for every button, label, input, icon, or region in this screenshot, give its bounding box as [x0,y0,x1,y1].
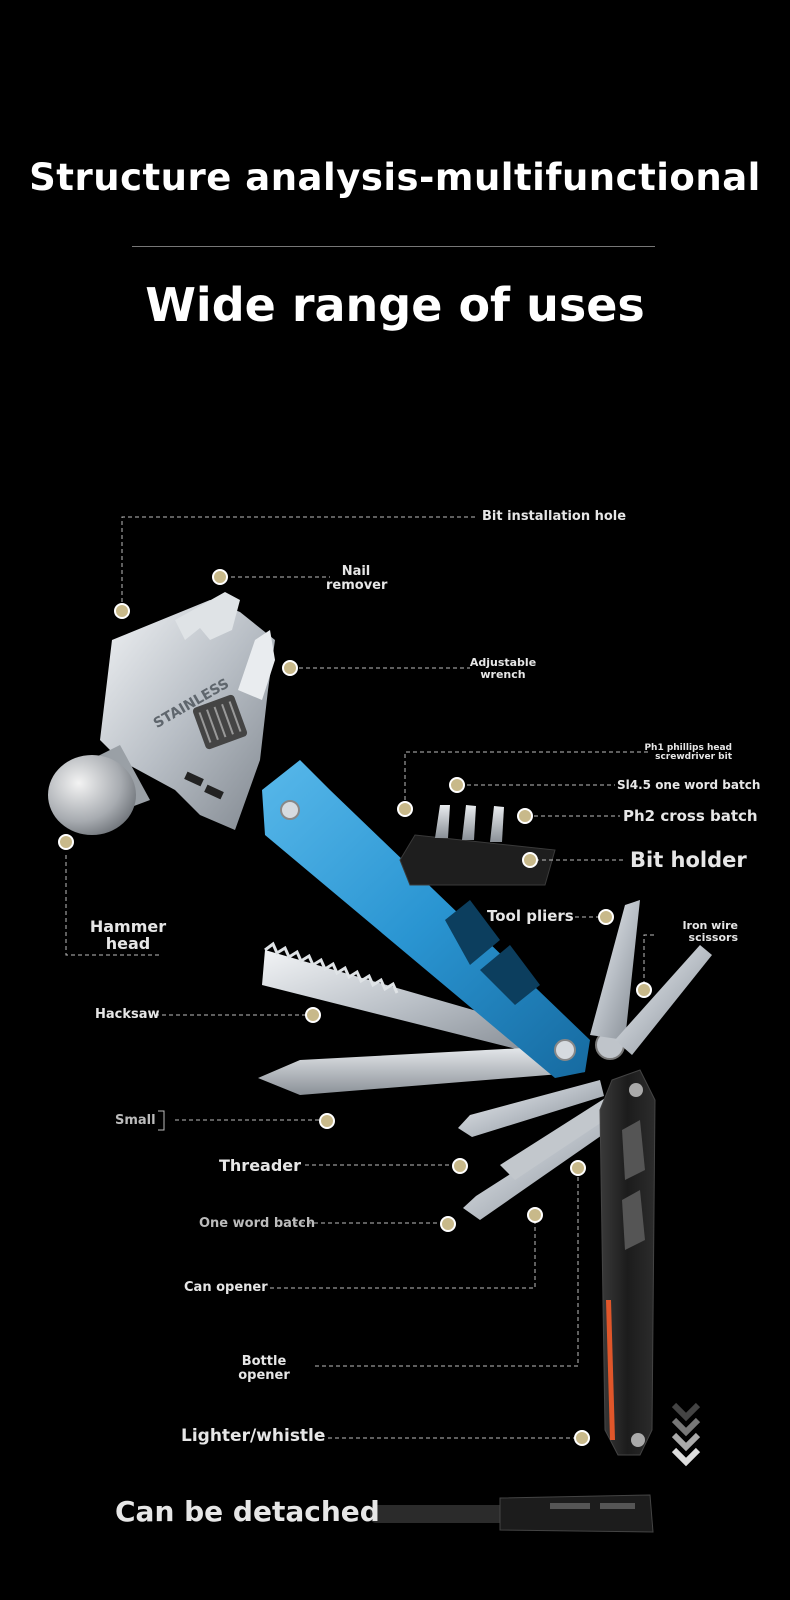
chevron-down-icon [671,1417,701,1437]
hammer-face [48,755,136,835]
handle-rivet [631,1433,645,1447]
label-ph2-batch: Ph2 cross batch [623,807,758,825]
chevron-down-icon [671,1447,701,1467]
lighter-groove [600,1503,635,1509]
leader-wire-scissors [643,934,657,985]
marker-tool-pliers [598,909,614,925]
chevron-down-icon [671,1402,701,1422]
hammer-wrench: STAINLESS [48,592,275,835]
label-bit-holder: Bit holder [630,848,747,872]
threader-blade [458,1080,604,1137]
label-nail-remover: Nail remover [326,564,388,593]
title-divider [132,246,655,247]
marker-bottle-opener [570,1160,586,1176]
hacksaw-teeth [264,941,399,994]
marker-lighter-whistle [574,1430,590,1446]
marker-hacksaw [305,1007,321,1023]
pliers-jaw-right [615,945,712,1055]
leader-lines [65,516,657,1439]
blue-handle-body [262,760,590,1078]
gear-teeth [198,701,242,743]
handle-rivet [554,1039,576,1061]
detach-chevrons [671,1402,701,1467]
screwdriver-blade [463,1110,618,1220]
marker-wire-scissors [636,982,652,998]
leader-bit-installation-hole [121,516,475,609]
marker-hammer-head [58,834,74,850]
black-handle-stripe [606,1300,615,1440]
label-hacksaw: Hacksaw [95,1007,160,1022]
wrench-jaw [238,630,275,700]
label-ph1-bit: Ph1 phillips head screwdriver bit [644,743,732,763]
hammer-body [100,600,275,830]
marker-bit-installation-hole [114,603,130,619]
leader-small-bracket [158,1110,165,1131]
page-subtitle: Wide range of uses [145,278,645,332]
detach-caption: Can be detached [115,1495,380,1528]
detached-lighter [370,1494,654,1533]
label-tool-pliers: Tool pliers [487,907,574,925]
marker-nail-remover [212,569,228,585]
black-handle-cutout [622,1190,645,1250]
lighter-groove [550,1503,590,1509]
label-lighter-whistle: Lighter/whistle [181,1426,326,1446]
label-adjustable-wrench: Adjustable wrench [469,656,537,681]
ph2-bit [490,806,504,842]
lighter-rod [370,1505,510,1523]
body-slot [204,784,224,800]
blue-handle-cutout [445,900,500,965]
hacksaw-blade [262,950,560,1058]
marker-ph2 [517,808,533,824]
black-handle [599,1069,656,1456]
blade-group [258,941,620,1220]
blue-handle-cutout [480,945,540,1005]
label-small: Small [115,1113,156,1128]
marker-ph1 [397,801,413,817]
marker-dots [58,569,652,1446]
marker-threader [452,1158,468,1174]
label-threader: Threader [219,1156,302,1175]
can-opener-blade [500,1095,620,1180]
handle-rivet [629,1083,643,1097]
ph1-bit [435,805,450,838]
label-sl45-batch: Sl4.5 one word batch [617,778,761,792]
marker-adjustable-wrench [282,660,298,676]
label-can-opener: Can opener [184,1280,268,1295]
page-title: Structure analysis-multifunctional [29,156,761,199]
label-bit-installation-hole: Bit installation hole [482,509,627,524]
bit-holder-illustration [399,805,556,886]
bit-holder-body [399,834,556,886]
leader-ph1 [404,751,650,807]
marker-bit-holder [522,852,538,868]
body-slot [184,771,204,787]
marker-can-opener [527,1207,543,1223]
black-handle-cutout [622,1120,645,1180]
pliers-jaws [590,900,712,1055]
pliers-jaw-left [590,900,640,1040]
marker-small [319,1113,335,1129]
label-wire-scissors: Iron wire scissors [682,919,738,944]
label-hammer-head: Hammer head [89,917,167,953]
marker-sl45 [449,777,465,793]
knife-blade [258,1045,585,1095]
nail-remover-claw [175,592,240,640]
label-one-word-batch: One word batch [199,1216,316,1231]
leader-bottle-opener [315,1168,579,1367]
chevron-down-icon [671,1432,701,1452]
label-bottle-opener: Bottle opener [238,1354,290,1383]
handle-rivet [280,800,300,820]
blue-handle [262,760,625,1078]
sl45-bit [462,805,476,840]
marker-one-word-batch [440,1216,456,1232]
lighter-body [499,1494,654,1533]
leader-hammer-head [65,855,162,956]
